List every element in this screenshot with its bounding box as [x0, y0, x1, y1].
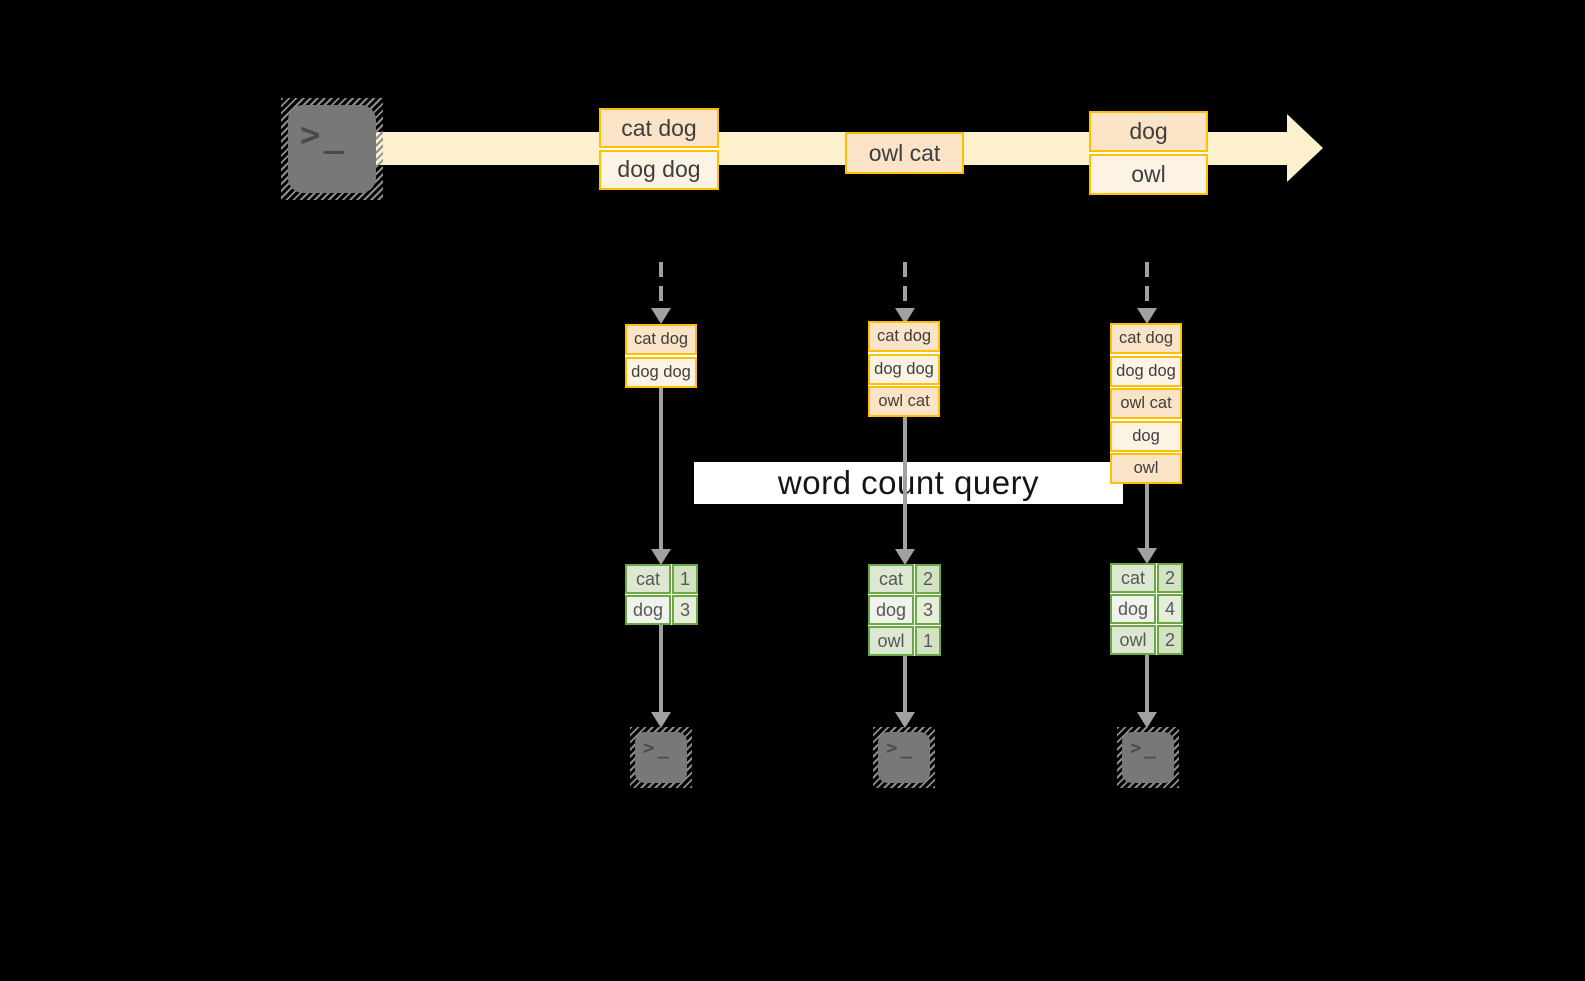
terminal-cursor-glyph: _	[900, 737, 912, 759]
connector-line	[1145, 655, 1149, 712]
terminal-prompt-glyph: >	[886, 737, 898, 759]
stack-cell: dog	[1110, 420, 1182, 452]
input-stack-2: cat dog dog dog owl cat	[868, 321, 940, 417]
connector-arrowhead-icon	[1137, 712, 1157, 728]
dashed-arrow	[1145, 262, 1149, 308]
input-stack-1: cat dog dog dog	[625, 324, 697, 388]
dashed-arrowhead-icon	[1137, 308, 1157, 324]
count-cell: 4	[1157, 594, 1183, 624]
connector-arrowhead-icon	[651, 712, 671, 728]
terminal-prompt-glyph: >	[1130, 737, 1142, 759]
connector-line	[1145, 482, 1149, 548]
count-cell: 2	[1157, 563, 1183, 593]
word-cell: cat	[625, 564, 671, 594]
timeline-batch-3: dog owl	[1089, 111, 1208, 195]
word-cell: cat	[868, 564, 914, 594]
stack-cell: cat dog	[625, 324, 697, 355]
count-cell: 2	[915, 564, 941, 594]
stack-cell: owl	[1110, 453, 1182, 484]
dashed-arrowhead-icon	[651, 308, 671, 324]
timeline-batch-1: cat dog dog dog	[599, 108, 719, 190]
terminal-prompt-glyph: >	[643, 737, 655, 759]
terminal-prompt-glyph: >	[300, 115, 321, 155]
connector-arrowhead-icon	[895, 712, 915, 728]
terminal-screen: > _	[288, 105, 376, 193]
stack-cell: owl cat	[868, 386, 940, 417]
connector-arrowhead-icon	[895, 549, 915, 565]
word-cell: dog	[1110, 594, 1156, 624]
stream-timeline-arrowhead-icon	[1287, 114, 1323, 182]
count-cell: 2	[1157, 625, 1183, 655]
terminal-cursor-glyph: _	[323, 115, 344, 155]
sink-terminal-icon: > _	[1117, 727, 1179, 788]
connector-arrowhead-icon	[1137, 548, 1157, 564]
terminal-screen: > _	[878, 732, 930, 783]
batch-cell: dog dog	[599, 149, 719, 190]
batch-cell: owl	[1089, 153, 1208, 195]
sink-terminal-icon: > _	[873, 727, 935, 788]
word-count-table-1: cat 1 dog 3	[625, 564, 698, 625]
word-count-table-3: cat 2 dog 4 owl 2	[1110, 563, 1183, 655]
dashed-arrowhead-icon	[895, 308, 915, 324]
source-terminal-icon: > _	[281, 98, 383, 200]
dashed-arrow	[659, 262, 663, 308]
timeline-batch-2: owl cat	[845, 132, 964, 174]
connector-line	[659, 625, 663, 712]
query-label-box: word count query	[694, 462, 1123, 504]
count-cell: 3	[915, 595, 941, 625]
query-label: word count query	[777, 464, 1040, 501]
terminal-screen: > _	[1122, 732, 1174, 783]
connector-line	[903, 416, 907, 549]
stack-cell: dog dog	[868, 353, 940, 385]
connector-arrowhead-icon	[651, 549, 671, 565]
stack-cell: dog dog	[625, 356, 697, 388]
batch-cell: owl cat	[845, 132, 964, 174]
sink-terminal-icon: > _	[630, 727, 692, 788]
connector-line	[903, 656, 907, 712]
word-cell: dog	[625, 595, 671, 625]
stack-cell: owl cat	[1110, 388, 1182, 419]
count-cell: 3	[672, 595, 698, 625]
terminal-cursor-glyph: _	[657, 737, 669, 759]
word-cell: owl	[1110, 625, 1156, 655]
connector-line	[659, 387, 663, 549]
word-cell: cat	[1110, 563, 1156, 593]
word-cell: owl	[868, 626, 914, 656]
dashed-arrow	[903, 262, 907, 308]
word-count-table-2: cat 2 dog 3 owl 1	[868, 564, 941, 656]
word-cell: dog	[868, 595, 914, 625]
stack-cell: cat dog	[1110, 323, 1182, 354]
batch-cell: dog	[1089, 111, 1208, 152]
terminal-cursor-glyph: _	[1144, 737, 1156, 759]
batch-cell: cat dog	[599, 108, 719, 148]
terminal-screen: > _	[635, 732, 687, 783]
stack-cell: cat dog	[868, 321, 940, 352]
count-cell: 1	[672, 564, 698, 594]
count-cell: 1	[915, 626, 941, 656]
stack-cell: dog dog	[1110, 355, 1182, 387]
input-stack-3: cat dog dog dog owl cat dog owl	[1110, 323, 1182, 484]
